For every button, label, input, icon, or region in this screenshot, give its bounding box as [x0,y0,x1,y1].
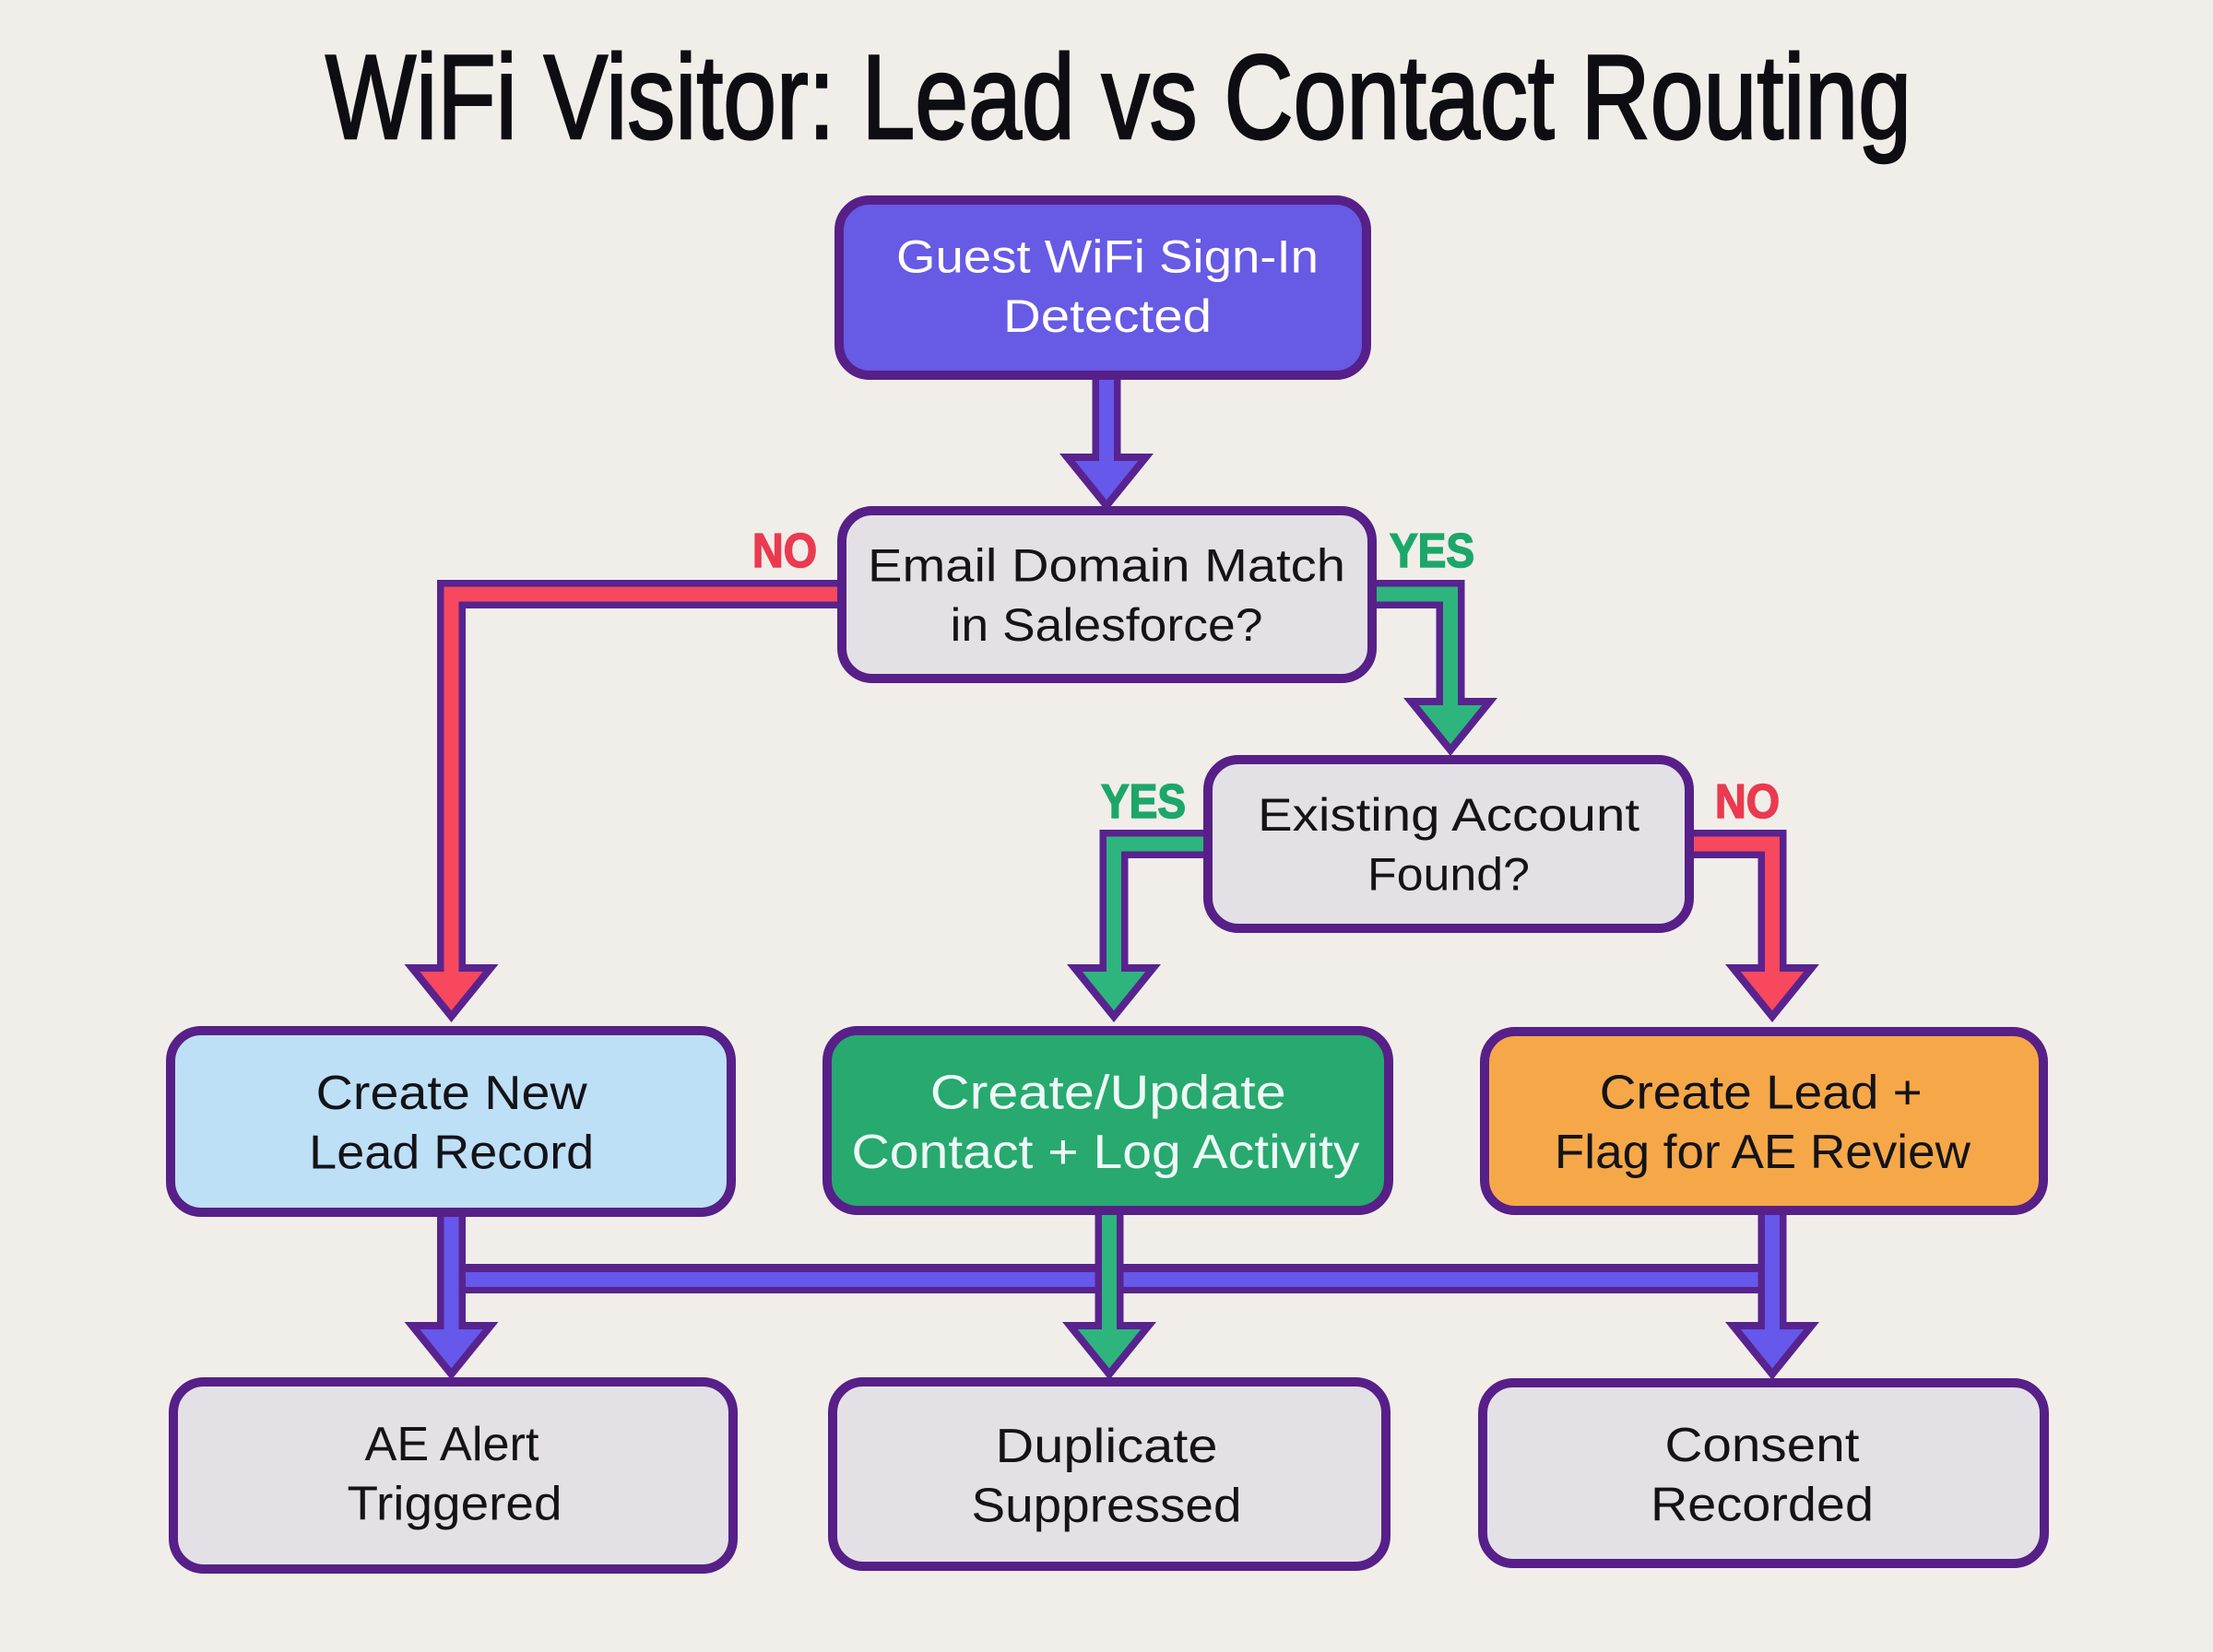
svg-text:Create New: Create New [316,1066,588,1119]
svg-text:Found?: Found? [1367,849,1530,901]
svg-text:YES: YES [1101,775,1186,829]
svg-text:NO: NO [1715,775,1780,829]
svg-text:Email Domain Match: Email Domain Match [868,540,1345,592]
svg-text:Existing Account: Existing Account [1258,789,1639,841]
svg-text:Create Lead +: Create Lead + [1600,1066,1923,1119]
svg-text:YES: YES [1390,525,1474,578]
svg-text:Recorded: Recorded [1651,1478,1874,1531]
svg-text:Suppressed: Suppressed [972,1479,1242,1532]
svg-text:in Salesforce?: in Salesforce? [951,599,1263,651]
svg-text:Consent: Consent [1665,1418,1860,1471]
svg-text:Detected: Detected [1003,290,1212,342]
svg-text:NO: NO [752,525,817,578]
svg-text:Flag for AE Review: Flag for AE Review [1555,1125,1971,1178]
svg-text:Create/Update: Create/Update [930,1065,1286,1118]
svg-text:Guest WiFi Sign-In: Guest WiFi Sign-In [896,231,1319,283]
svg-text:AE Alert: AE Alert [365,1417,539,1470]
svg-text:Lead Record: Lead Record [309,1126,594,1179]
svg-text:Triggered: Triggered [348,1477,562,1530]
svg-text:Duplicate: Duplicate [996,1419,1218,1472]
svg-text:WiFi Visitor: Lead vs Contact: WiFi Visitor: Lead vs Contact Routing [325,30,1911,164]
svg-text:Contact + Log Activity: Contact + Log Activity [852,1125,1360,1178]
